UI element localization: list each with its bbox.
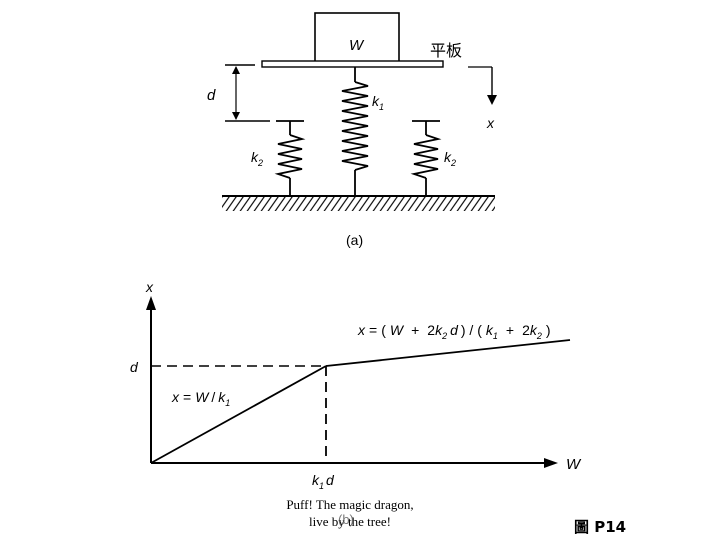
plate <box>261 60 444 68</box>
gap-arrow-up <box>232 66 240 74</box>
gap-arrow-down <box>232 112 240 120</box>
k1-label: k1 <box>372 93 384 112</box>
spring-system-diagram: W 平板 d k1 k2 k2 <box>207 12 497 248</box>
x-axis-label: W <box>566 456 582 473</box>
gap-label: d <box>207 87 216 104</box>
upper-slope-line <box>325 339 571 367</box>
displacement-arrow-head <box>487 95 497 105</box>
displacement-label: x <box>486 115 495 131</box>
caption-line-1: Puff! The magic dragon, <box>286 497 414 512</box>
figure-label: 圖 P14 <box>574 518 627 536</box>
caption-a: (a) <box>346 232 363 248</box>
equation-lower: x=W/k1 <box>171 389 230 408</box>
spring-k1 <box>341 67 369 195</box>
caption-b-overlay: (b) <box>338 512 354 527</box>
k2-left-label: k2 <box>251 149 263 168</box>
k2-right-label: k2 <box>444 149 456 168</box>
x-axis-arrow <box>544 458 558 468</box>
plate-label: 平板 <box>430 42 462 60</box>
spring-k2-right <box>410 120 442 195</box>
spring-k2-left <box>274 120 306 195</box>
y-axis-arrow <box>146 296 156 310</box>
lower-slope-line <box>150 365 327 464</box>
caption-line-2: live by the tree! <box>309 514 391 529</box>
y-axis-label: x <box>145 279 154 295</box>
d-tick-label: d <box>130 359 139 375</box>
ground-hatch <box>222 197 495 211</box>
mass-block <box>314 12 400 63</box>
caption-text: Puff! The magic dragon, live by the tree… <box>250 496 450 530</box>
mass-label: W <box>349 37 365 54</box>
